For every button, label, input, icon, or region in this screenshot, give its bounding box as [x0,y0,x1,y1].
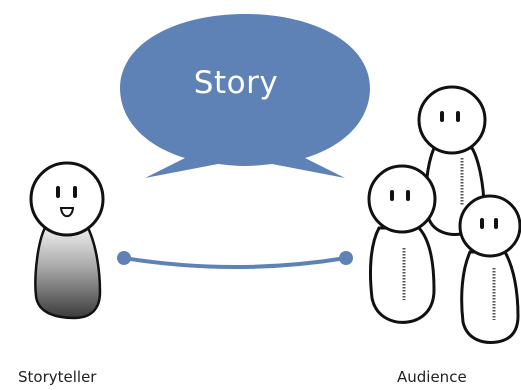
audience-right-right-eye [494,218,498,229]
audience-left-right-eye [406,190,410,201]
connector-end-dot [339,251,353,265]
speech-bubble-icon [120,14,370,178]
storyteller-mouth [59,207,75,218]
audience-person-right [458,194,521,344]
audience-person-left [367,164,437,324]
connector-start-dot [117,251,131,265]
connector [117,251,353,269]
audience-back-right-eye [456,111,460,122]
speech-bubble: Story [120,14,370,178]
audience-right-left-eye [480,218,484,229]
audience-caption: Audience [397,368,467,386]
audience-right-body [460,250,520,344]
audience-right-head-icon [458,194,521,258]
audience-back-head-icon [417,85,487,155]
storyteller-body [34,222,102,320]
audience-left-head-icon [367,164,437,234]
storyteller-left-eye [56,186,60,198]
audience-left-body [368,226,436,324]
storyteller-caption: Storyteller [18,368,97,386]
storyteller-figure [29,161,105,320]
audience-left-left-eye [390,190,394,201]
audience-back-left-eye [440,111,444,122]
connector-line [122,256,348,269]
storyteller-head-icon [29,161,105,237]
storyteller-right-eye [73,186,77,198]
bubble-label: Story [194,65,278,101]
